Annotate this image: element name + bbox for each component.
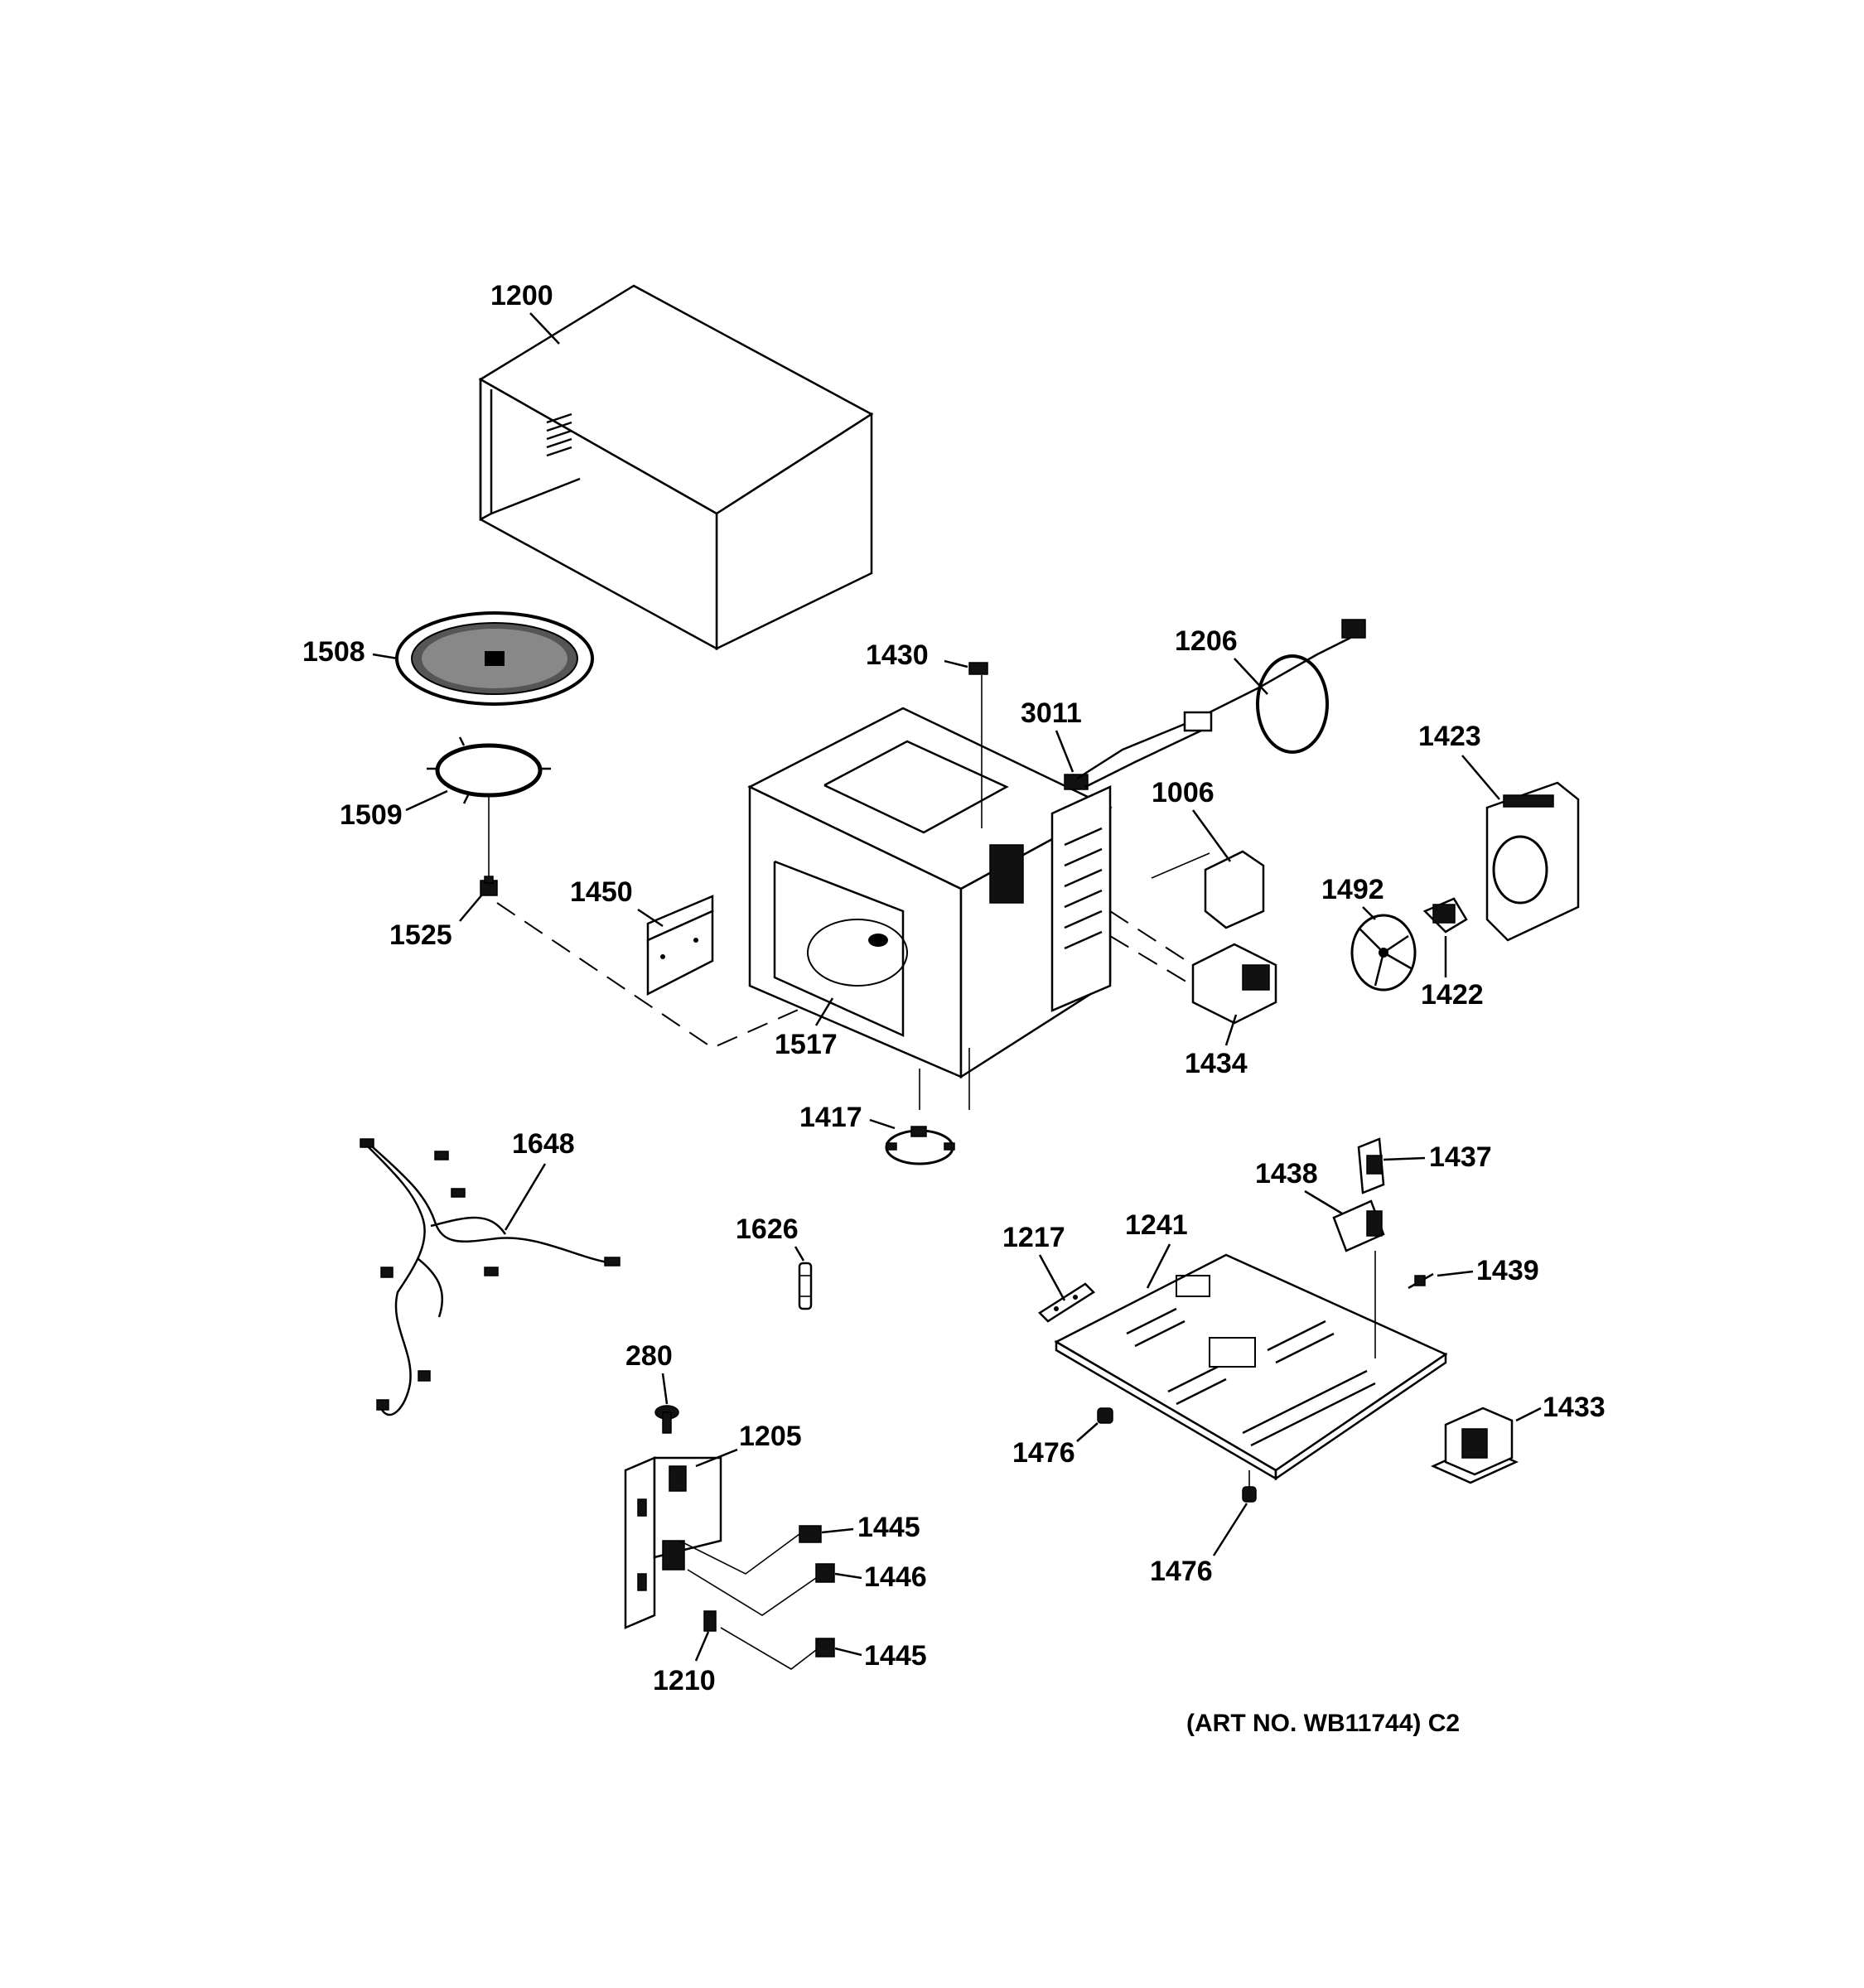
label-capacitor: 1438	[1255, 1158, 1318, 1189]
label-outer-case: 1200	[490, 280, 553, 311]
switch-1445-top-part	[678, 1525, 822, 1575]
wire-harness-part	[360, 1138, 621, 1416]
leader-switch-1446	[834, 1572, 862, 1580]
fan-duct-part	[1485, 781, 1580, 942]
diode-part	[1408, 1272, 1434, 1290]
switch-part	[968, 662, 988, 828]
label-part-3011: 3011	[1021, 697, 1082, 729]
label-switch-1445-bottom: 1445	[864, 1640, 927, 1672]
label-coupler: 1525	[389, 919, 452, 951]
foot-bottom-part	[1242, 1470, 1257, 1503]
label-switch-1446: 1446	[864, 1561, 927, 1593]
label-oven-cavity: 1517	[775, 1029, 838, 1060]
lever-part	[703, 1610, 717, 1632]
fan-motor-part	[1422, 897, 1468, 934]
switch-1446-part	[687, 1563, 835, 1616]
oven-cavity-part	[747, 707, 1113, 1110]
leader-wire-harness	[504, 1163, 547, 1231]
leader-fan-duct	[1461, 755, 1500, 800]
leader-cover-plate	[637, 908, 664, 928]
leader-switch-1430	[944, 659, 968, 668]
label-wire-harness: 1648	[512, 1128, 575, 1160]
leader-glass-tray	[372, 653, 398, 660]
leader-bracket-1437	[1383, 1156, 1426, 1161]
foot-left-part	[1097, 1407, 1113, 1424]
cover-plate-part	[646, 895, 714, 996]
leader-fuse	[794, 1246, 805, 1262]
leader-switch-1445-top	[821, 1527, 854, 1534]
label-switch-1445-top: 1445	[857, 1512, 920, 1543]
part-3011	[1064, 774, 1089, 790]
base-plate-part	[1054, 1253, 1448, 1481]
leader-diode	[1437, 1270, 1474, 1277]
coupler-part	[480, 876, 498, 896]
label-fuse: 1626	[736, 1214, 799, 1245]
outer-case-part	[478, 284, 874, 651]
label-foot-left: 1476	[1012, 1437, 1075, 1469]
label-cover-plate: 1450	[570, 876, 633, 908]
leader-lever	[694, 1631, 710, 1662]
label-lever: 1210	[653, 1665, 716, 1696]
label-latch-board: 1205	[739, 1421, 802, 1452]
label-bracket-1217: 1217	[1002, 1222, 1065, 1253]
turntable-motor-part	[885, 1126, 955, 1165]
label-roller-ring: 1509	[340, 799, 403, 831]
label-bracket-1437: 1437	[1429, 1141, 1492, 1173]
label-switch-1430: 1430	[866, 639, 929, 671]
leader-bracket-1217	[1038, 1254, 1066, 1301]
label-magnetron: 1434	[1185, 1048, 1248, 1079]
glass-tray-part	[395, 611, 594, 706]
label-diode: 1439	[1476, 1255, 1539, 1286]
leader-roller-ring	[405, 789, 448, 812]
leader-transformer	[1515, 1407, 1542, 1422]
label-power-cord: 1206	[1175, 625, 1238, 657]
leader-bracket-1006	[1191, 809, 1232, 862]
leader-screw	[661, 1373, 669, 1405]
leader-magnetron	[1224, 1014, 1238, 1046]
leader-coupler	[459, 894, 483, 922]
leader-base-plate	[1146, 1243, 1171, 1289]
switch-1445-bottom-part	[720, 1627, 835, 1670]
fuse-part	[798, 1262, 813, 1310]
roller-ring-part	[427, 736, 551, 804]
leader-latch-board	[695, 1448, 738, 1468]
leader-part-3011	[1055, 730, 1074, 773]
label-turntable-motor: 1417	[799, 1102, 862, 1133]
fan-blade-part	[1350, 914, 1417, 992]
label-base-plate: 1241	[1125, 1209, 1188, 1241]
vent-slots-icon	[546, 413, 572, 457]
leader-foot-left	[1076, 1422, 1099, 1442]
latch-board-part	[624, 1456, 722, 1629]
bracket-1217-part	[1038, 1282, 1095, 1323]
vent-grille-icon	[1064, 827, 1103, 950]
label-fan-blade: 1492	[1321, 874, 1384, 905]
vent-pattern-icon	[1126, 1275, 1376, 1447]
art-number: (ART NO. WB11744) C2	[1186, 1710, 1460, 1737]
bracket-1437-part	[1357, 1137, 1385, 1194]
leader-fan-blade	[1362, 906, 1376, 920]
screw-part	[654, 1405, 679, 1434]
transformer-part	[1430, 1407, 1519, 1484]
bracket-1006-part	[1151, 850, 1265, 929]
capacitor-part	[1332, 1199, 1385, 1358]
leader-foot-bottom	[1212, 1503, 1248, 1556]
label-glass-tray: 1508	[302, 636, 365, 668]
label-bracket-1006: 1006	[1152, 777, 1214, 808]
leader-oven-cavity	[814, 997, 834, 1026]
power-cord-part	[1076, 619, 1366, 789]
label-screw: 280	[625, 1340, 673, 1372]
leader-power-cord	[1234, 658, 1268, 695]
leader-switch-1445-bottom	[834, 1647, 862, 1657]
leader-turntable-motor	[869, 1118, 896, 1130]
magnetron-part	[1109, 910, 1277, 1025]
leader-outer-case	[529, 312, 560, 345]
leader-capacitor	[1304, 1189, 1343, 1215]
label-fan-motor: 1422	[1421, 979, 1484, 1011]
label-transformer: 1433	[1543, 1392, 1606, 1423]
label-foot-bottom: 1476	[1150, 1556, 1213, 1587]
label-fan-duct: 1423	[1418, 721, 1481, 752]
